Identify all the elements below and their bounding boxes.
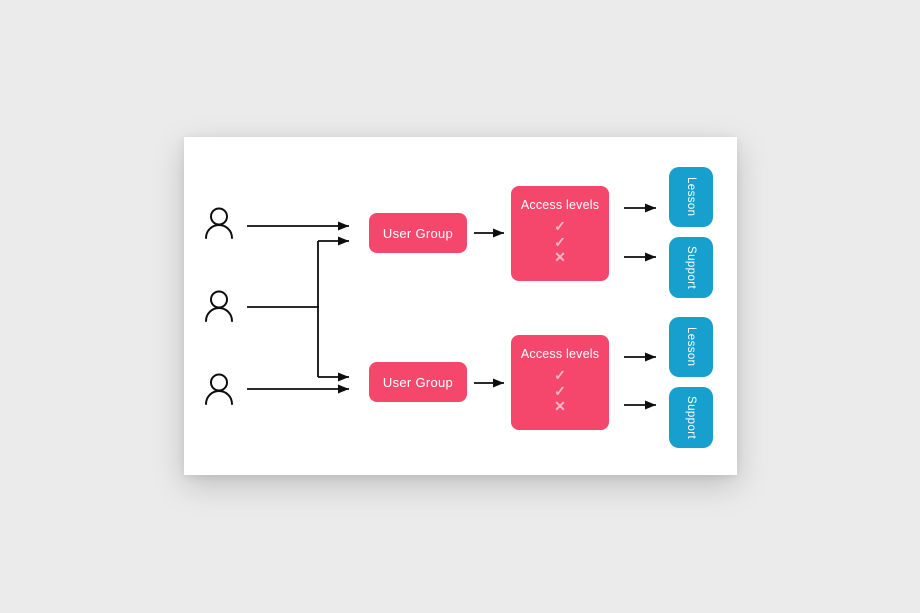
check-icon: ✓ (554, 367, 566, 383)
diagram-card: User Group User Group Access levels ✓ ✓ … (184, 137, 737, 475)
lesson-node-2: Lesson (669, 317, 713, 377)
support-label: Support (685, 245, 697, 290)
access-levels-marks: ✓ ✓ ✕ (554, 218, 566, 266)
connector-arrows (247, 203, 656, 410)
user-group-label: User Group (382, 374, 454, 390)
user-icon (205, 207, 233, 239)
check-icon: ✓ (554, 382, 566, 399)
cross-icon: ✕ (554, 249, 566, 265)
lesson-node-1: Lesson (669, 167, 713, 227)
user-icon (205, 290, 233, 322)
support-node-2: Support (669, 387, 713, 448)
cross-icon: ✕ (554, 398, 566, 414)
access-levels-title: Access levels (520, 347, 600, 361)
user-icon (205, 373, 233, 405)
user-group-node-2: User Group (369, 362, 467, 402)
lesson-label: Lesson (685, 177, 697, 217)
support-label: Support (685, 395, 697, 440)
user-group-label: User Group (382, 225, 454, 241)
check-icon: ✓ (554, 233, 566, 250)
access-levels-node-2: Access levels ✓ ✓ ✕ (511, 335, 609, 430)
lesson-label: Lesson (685, 327, 697, 367)
access-levels-title: Access levels (520, 198, 600, 212)
check-icon: ✓ (554, 218, 566, 234)
support-node-1: Support (669, 237, 713, 298)
access-levels-node-1: Access levels ✓ ✓ ✕ (511, 186, 609, 281)
user-group-node-1: User Group (369, 213, 467, 253)
access-levels-marks: ✓ ✓ ✕ (554, 367, 566, 415)
